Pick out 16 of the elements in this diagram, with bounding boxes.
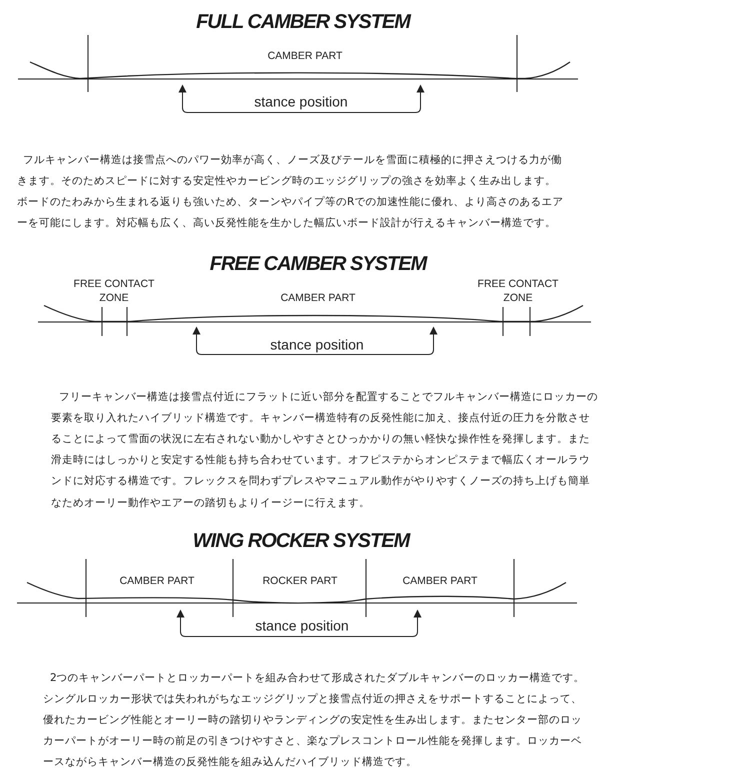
zone-label: FREE CONTACT ZONE: [476, 277, 560, 305]
zone-label: CAMBER PART: [120, 574, 194, 588]
zone-label: ROCKER PART: [262, 574, 338, 588]
description-paragraph: 2つのキャンバーパートとロッカーパートを組み合わせて形成されたダブルキャンバーのロッカー構造です。シングルロッカー形状では失われがちなエッジグリップと接雪点付近の押さえをサポートすることによって、優れたカービング性能とオーリー時の踏切りやランディングの安定性を生み出します。またセンター部のロッカーパートがオーリー時の前足の引きつけやすさと、楽なプレスコントロール性能を発揮します。ロッカーベースながらキャンバー構造の反発性能を組み込んだハイブリッド構造です。: [43, 670, 586, 770]
zone-label: CAMBER PART: [268, 49, 342, 63]
section-heading: WING ROCKER SYSTEM: [192, 530, 410, 552]
section-heading: FREE CAMBER SYSTEM: [210, 253, 426, 275]
stance-label: stance position: [255, 618, 349, 634]
stance-label: stance position: [254, 94, 348, 110]
section-heading: FULL CAMBER SYSTEM: [196, 11, 410, 33]
zone-label: CAMBER PART: [280, 291, 356, 305]
description-paragraph: フルキャンバー構造は接雪点へのパワー効率が高く、ノーズ及びテールを雪面に積極的に押さえつける力が働きます。そのためスピードに対する安定性やカービング時のエッジグリップの強さを効率よく生み出します。ボードのたわみから生まれる返りも強いため、ターンやパイプ等のRでの加速性能に優れ、より高さのあるエアーを可能にします。対応幅も広く、高い反発性能を生かした幅広いボード設計が行えるキャンバー構造です。: [17, 152, 564, 232]
zone-label: FREE CONTACT ZONE: [72, 277, 156, 305]
description-paragraph: フリーキャンバー構造は接雪点付近にフラットに近い部分を配置することでフルキャンバー構造にロッカーの要素を取り入れたハイブリッド構造です。キャンバー構造特有の反発性能に加え、接点付近の圧力を分散させることによって雪面の状況に左右されない動かしやすさとひっかかりの無い軽快な操作性を発揮します。また滑走時にはしっかりと安定する性能も持ち合わせています。オフピステからオンピステまで幅広くオールラウンドに対応する構造です。フレックスを問わずプレスやマニュアル動作がやりやすくノーズの持ち上げも簡単なためオーリー動作やエアーの踏切もよりイージーに行えます。: [51, 390, 599, 511]
zone-label: CAMBER PART: [402, 574, 478, 588]
stance-label: stance position: [270, 336, 364, 354]
